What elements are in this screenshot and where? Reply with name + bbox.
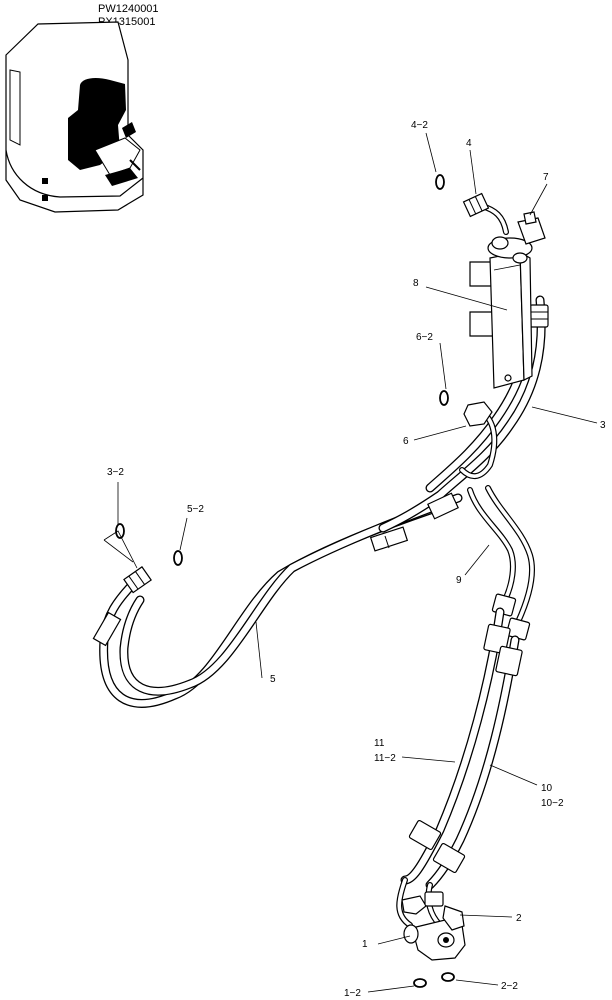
- callout-4-2: 4−2: [411, 120, 428, 131]
- pipe-9: [467, 485, 536, 641]
- callout-1: 1: [362, 939, 368, 950]
- o-ring-2-2: [441, 972, 455, 982]
- callout-6-2: 6−2: [416, 332, 433, 343]
- o-ring-5-2: [173, 550, 183, 566]
- hose-5: [92, 493, 463, 708]
- callout-10: 10: [541, 783, 553, 794]
- callout-11-2: 11−2: [374, 753, 396, 764]
- o-ring-3-2: [115, 523, 125, 539]
- pressure-switch-7: [517, 211, 546, 245]
- o-ring-4-2: [435, 174, 445, 190]
- callout-9: 9: [456, 575, 462, 586]
- o-ring-1-2: [413, 978, 427, 988]
- receiver-drier-8: [469, 236, 533, 389]
- callout-3: 3: [600, 420, 606, 431]
- callout-2: 2: [516, 913, 522, 924]
- leader-lines: [103, 132, 598, 993]
- callout-11: 11: [374, 738, 385, 749]
- callout-2-2: 2−2: [501, 981, 518, 992]
- model-code-1: PW1240001: [98, 3, 159, 15]
- o-ring-6-2: [439, 390, 449, 406]
- hoses-10-11: [400, 607, 523, 890]
- pipe-6: [459, 401, 498, 480]
- callout-5: 5: [270, 674, 276, 685]
- machine-location-thumbnail: [5, 21, 144, 213]
- callout-8: 8: [413, 278, 419, 289]
- callout-4: 4: [466, 138, 472, 149]
- callout-3-2: 3−2: [107, 467, 124, 478]
- callout-1-2: 1−2: [344, 988, 361, 999]
- pipe-4: [462, 192, 509, 235]
- callout-5-2: 5−2: [187, 504, 204, 515]
- callout-10-2: 10−2: [541, 798, 564, 809]
- callout-6: 6: [403, 436, 409, 447]
- fitting-assembly-1-2: [396, 877, 466, 961]
- callout-7: 7: [543, 172, 549, 183]
